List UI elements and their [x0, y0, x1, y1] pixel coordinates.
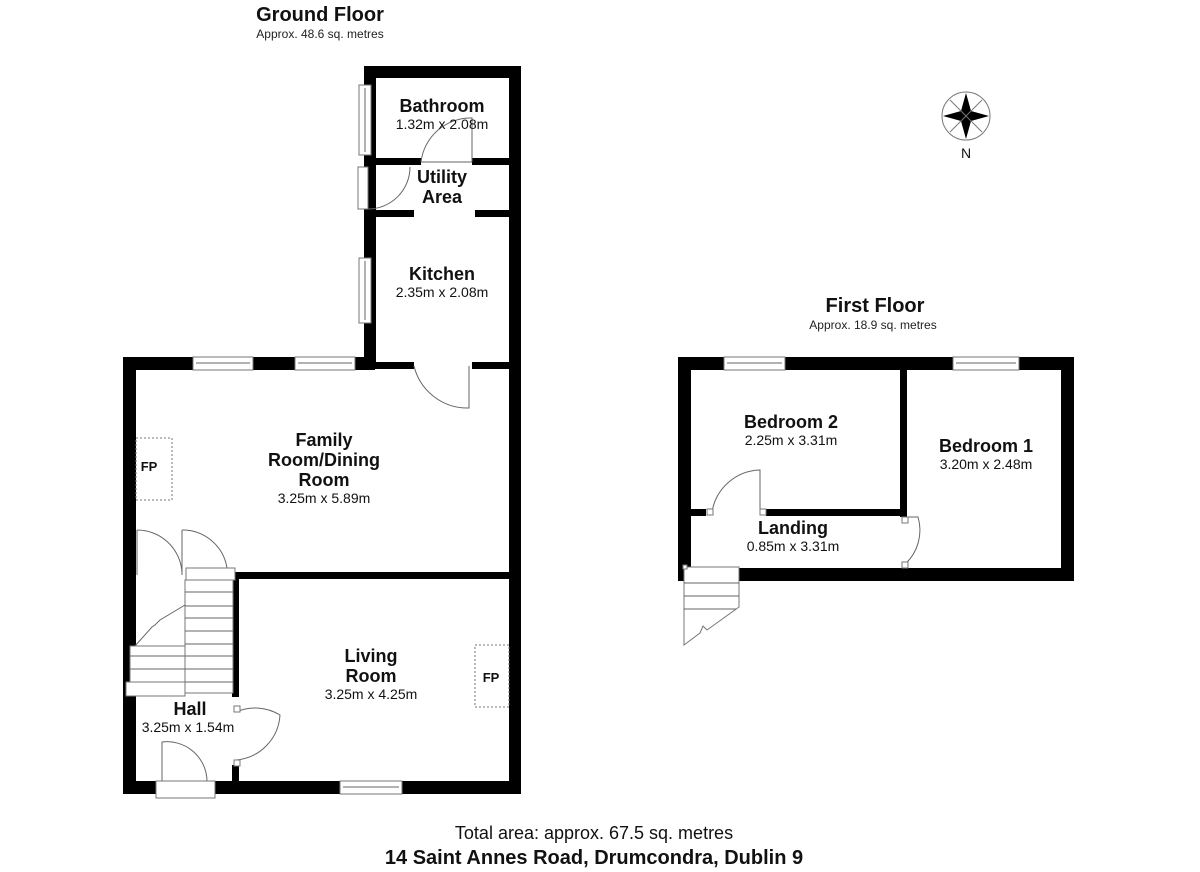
- svg-text:Hall: Hall: [173, 699, 206, 719]
- first-floor-doors: [706, 469, 921, 569]
- svg-text:3.25m x 1.54m: 3.25m x 1.54m: [142, 719, 235, 735]
- svg-text:1.32m x 2.08m: 1.32m x 2.08m: [396, 116, 489, 132]
- room-bedroom-1: Bedroom 1 3.20m x 2.48m: [939, 436, 1033, 472]
- svg-text:FP: FP: [483, 670, 500, 685]
- ground-floor-stairs: [125, 567, 236, 697]
- svg-text:Area: Area: [422, 187, 463, 207]
- svg-text:Living: Living: [345, 646, 398, 666]
- svg-text:Room: Room: [346, 666, 397, 686]
- room-hall: Hall 3.25m x 1.54m: [142, 699, 235, 735]
- svg-text:0.85m x 3.31m: 0.85m x 3.31m: [747, 538, 840, 554]
- room-living: Living Room 3.25m x 4.25m: [325, 646, 418, 702]
- svg-text:Room/Dining: Room/Dining: [268, 450, 380, 470]
- room-bedroom-2: Bedroom 2 2.25m x 3.31m: [744, 412, 838, 448]
- first-floor-stairs: [682, 564, 740, 646]
- first-floor-area: Approx. 18.9 sq. metres: [809, 318, 936, 332]
- room-family-dining: Family Room/Dining Room 3.25m x 5.89m: [268, 430, 380, 506]
- fireplace-living-room: [474, 644, 510, 708]
- room-kitchen: Kitchen 2.35m x 2.08m: [396, 264, 489, 300]
- room-bathroom: Bathroom 1.32m x 2.08m: [396, 96, 489, 132]
- svg-text:Kitchen: Kitchen: [409, 264, 475, 284]
- room-landing: Landing 0.85m x 3.31m: [747, 518, 840, 554]
- svg-text:Bathroom: Bathroom: [400, 96, 485, 116]
- ground-floor-windows: [192, 84, 403, 795]
- first-floor-windows: [723, 356, 1020, 371]
- compass-north-label: N: [961, 145, 971, 161]
- svg-text:Landing: Landing: [758, 518, 828, 538]
- svg-text:Family: Family: [295, 430, 352, 450]
- first-floor-title: First Floor: [826, 295, 925, 317]
- svg-text:3.25m x 5.89m: 3.25m x 5.89m: [278, 490, 371, 506]
- svg-text:Utility: Utility: [417, 167, 467, 187]
- compass-rose-icon: [941, 91, 991, 141]
- svg-text:FP: FP: [141, 459, 158, 474]
- first-floor-walls: [678, 357, 1074, 581]
- svg-text:Bedroom 1: Bedroom 1: [939, 436, 1033, 456]
- ground-floor-area: Approx. 48.6 sq. metres: [256, 27, 383, 41]
- ground-floor-title: Ground Floor: [256, 4, 384, 26]
- svg-text:3.25m x 4.25m: 3.25m x 4.25m: [325, 686, 418, 702]
- svg-text:2.35m x 2.08m: 2.35m x 2.08m: [396, 284, 489, 300]
- svg-text:Room: Room: [299, 470, 350, 490]
- ground-floor-doors: [136, 117, 473, 799]
- svg-text:2.25m x 3.31m: 2.25m x 3.31m: [745, 432, 838, 448]
- room-utility-area: Utility Area: [417, 167, 467, 207]
- property-address: 14 Saint Annes Road, Drumcondra, Dublin …: [385, 847, 803, 869]
- total-area: Total area: approx. 67.5 sq. metres: [455, 823, 733, 843]
- fireplace-family-room: [135, 437, 173, 501]
- svg-text:3.20m x 2.48m: 3.20m x 2.48m: [940, 456, 1033, 472]
- svg-text:Bedroom 2: Bedroom 2: [744, 412, 838, 432]
